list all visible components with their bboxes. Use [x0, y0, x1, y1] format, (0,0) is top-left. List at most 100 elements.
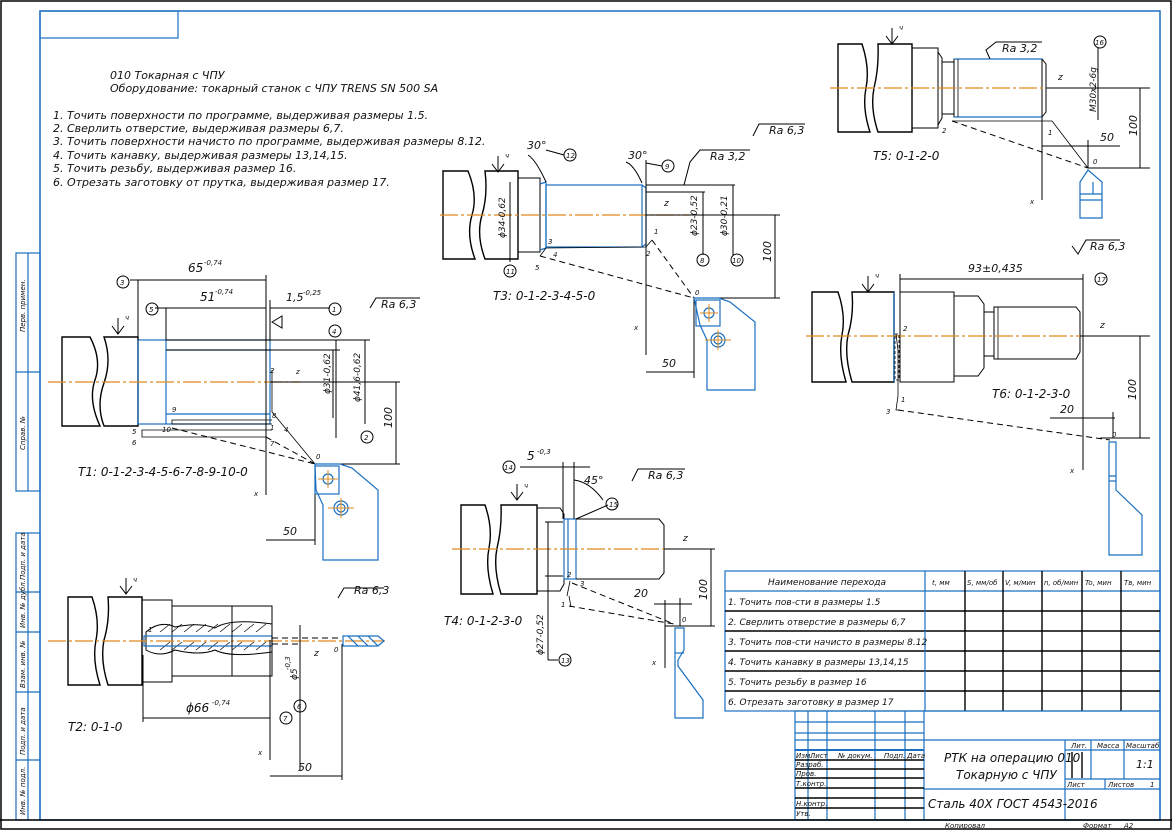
marker-3 — [116, 275, 130, 289]
step-item: 6. Отрезать заготовку от прутка, выдержи… — [53, 176, 390, 189]
table-header-cell: t, мм — [932, 579, 950, 587]
path-point: 3 — [580, 580, 584, 588]
tb-sheets-value: 1 — [1150, 781, 1154, 789]
marker-7 — [279, 711, 293, 725]
t1-caption: T1: 0-1-2-3-4-5-6-7-8-9-10-0 — [78, 465, 248, 479]
path-point: 10 — [162, 426, 171, 434]
marker-10 — [730, 253, 744, 267]
path-point: 4 — [553, 251, 557, 259]
side-stamp-label: Инв. № дубл. — [19, 580, 27, 628]
marker-8 — [696, 253, 710, 267]
marker-label: 6 — [297, 703, 302, 711]
path-point: 5 — [132, 428, 137, 436]
step-item: 5. Точить резьбу, выдерживая размер 16. — [53, 162, 296, 175]
dim-tolerance: -0,25 — [303, 289, 322, 297]
roughness-local-label: Ra 3,2 — [710, 150, 745, 163]
axis-x-label: x — [1069, 467, 1075, 475]
side-stamp-label: Подп. и дата — [19, 532, 27, 580]
roughness-label: Ra 6,3 — [648, 469, 683, 482]
marker-label: 9 — [665, 163, 670, 171]
marker-5 — [145, 302, 159, 316]
side-stamp-label: Инв. № подл. — [19, 767, 27, 815]
dim-tolerance: -0,74 — [212, 699, 230, 707]
t4-caption: T4: 0-1-2-3-0 — [444, 614, 523, 628]
dim-50: 50 — [298, 761, 312, 774]
t5-caption: T5: 0-1-2-0 — [873, 149, 940, 163]
dim-dia23: ϕ23-0,52 — [690, 195, 700, 236]
path-point: 0 — [1093, 158, 1098, 166]
datum-label: ч — [125, 314, 129, 322]
tb-col-header: № докум. — [837, 752, 873, 760]
step-item: 1. Точить поверхности по программе, выде… — [53, 109, 428, 122]
path-point: 0 — [316, 453, 321, 461]
path-point: 6 — [132, 439, 137, 447]
axis-x-label: x — [651, 659, 657, 667]
dim-20: 20 — [634, 587, 648, 600]
t3-caption: T3: 0-1-2-3-4-5-0 — [493, 289, 596, 303]
marker-label: 14 — [504, 464, 513, 472]
dim-tolerance: -0,74 — [204, 259, 222, 267]
workpiece — [545, 184, 643, 248]
dim-50: 50 — [662, 357, 676, 370]
marker-label: 15 — [609, 501, 618, 509]
axis-z-label: z — [1057, 73, 1063, 83]
dim-angle: 45° — [584, 474, 604, 487]
dim-1-5: 1,5 — [286, 291, 304, 304]
axis-x-label: x — [633, 324, 639, 332]
parting-tool — [1108, 441, 1117, 477]
dim-dia66: ϕ66 — [186, 701, 210, 715]
equipment-text: Оборудование: токарный станок с ЧПУ TREN… — [110, 82, 438, 95]
path-point: 0 — [1112, 431, 1117, 439]
step-item: 3. Точить поверхности начисто по програм… — [53, 135, 485, 148]
dim-dia41: ϕ41,6-0,62 — [353, 352, 363, 402]
datum-label: ч — [505, 152, 509, 160]
threading-tool — [1079, 169, 1103, 219]
dim-tolerance: -0,3 — [284, 656, 292, 670]
material-spec: Сталь 40Х ГОСТ 4543-2016 — [928, 797, 1098, 811]
marker-16 — [1093, 35, 1107, 49]
operation-title: 010 Токарная с ЧПУ — [110, 69, 226, 82]
title-block-text: Изм. Лист № докум. Подп. Дата Разраб. Пр… — [796, 742, 1160, 830]
path-point: 1 — [1048, 129, 1052, 137]
table-header-cell: To, мин — [1085, 579, 1112, 587]
cutting-tool — [314, 463, 379, 561]
tb-copied-label: Копировал — [945, 822, 986, 830]
axis-x-label: x — [257, 749, 263, 757]
dim-angle: 30° — [527, 139, 547, 152]
path-point: 1 — [270, 424, 274, 432]
side-stamp-label: Подп. и дата — [19, 707, 27, 755]
marker-14 — [502, 460, 516, 474]
sketch-t4: ч 14 5 -0,3 45° 15 Ra 6,3 13 ϕ27-0,52 10… — [444, 448, 715, 719]
path-point: 4 — [284, 426, 288, 434]
table-row: 1. Точить пов-сти в размеры 1.5 — [728, 598, 881, 608]
dim-thread: M30x2-6g — [1089, 67, 1099, 112]
dim-20: 20 — [1060, 403, 1074, 416]
marker-11 — [503, 264, 517, 278]
tb-mass-label: Масса — [1097, 742, 1119, 750]
side-stamp: Перв. примен. Справ. № Подп. и дата Инв.… — [15, 252, 41, 821]
grooving-tool — [674, 627, 704, 719]
dim-50: 50 — [283, 525, 297, 538]
chuck-jaw — [478, 170, 519, 260]
datum-label: ч — [875, 272, 879, 280]
marker-label: 8 — [700, 257, 705, 265]
marker-label: 7 — [283, 715, 288, 723]
sketch-t2: ч ϕ66 -0,74 7 ϕ5 -0,3 6 50 1 0 z x Ra 6,… — [48, 576, 389, 780]
path-point: 3 — [886, 408, 890, 416]
path-point: 2 — [270, 367, 275, 375]
datum-label: ч — [133, 576, 137, 584]
dim-dia5: ϕ5 — [290, 668, 300, 680]
sketch-t5: ч Ra 3,2 16 M30x2-6g 100 50 1 2 0 z x T5… — [830, 24, 1150, 219]
side-stamp-label: Справ. № — [19, 416, 27, 450]
path-point: 0 — [695, 289, 700, 297]
tb-role: Н.контр. — [796, 800, 827, 808]
mode-table — [724, 570, 1161, 712]
marker-label: 2 — [364, 434, 369, 442]
dim-dia34: ϕ34-0,62 — [498, 197, 508, 238]
axis-z-label: z — [295, 368, 300, 376]
document-title: РТК на операцию 010 — [944, 751, 1081, 765]
step-item: 2. Сверлить отверстие, выдерживая размер… — [53, 122, 344, 135]
t6-caption: T6: 0-1-2-3-0 — [992, 387, 1071, 401]
path-point: 2 — [567, 571, 572, 579]
